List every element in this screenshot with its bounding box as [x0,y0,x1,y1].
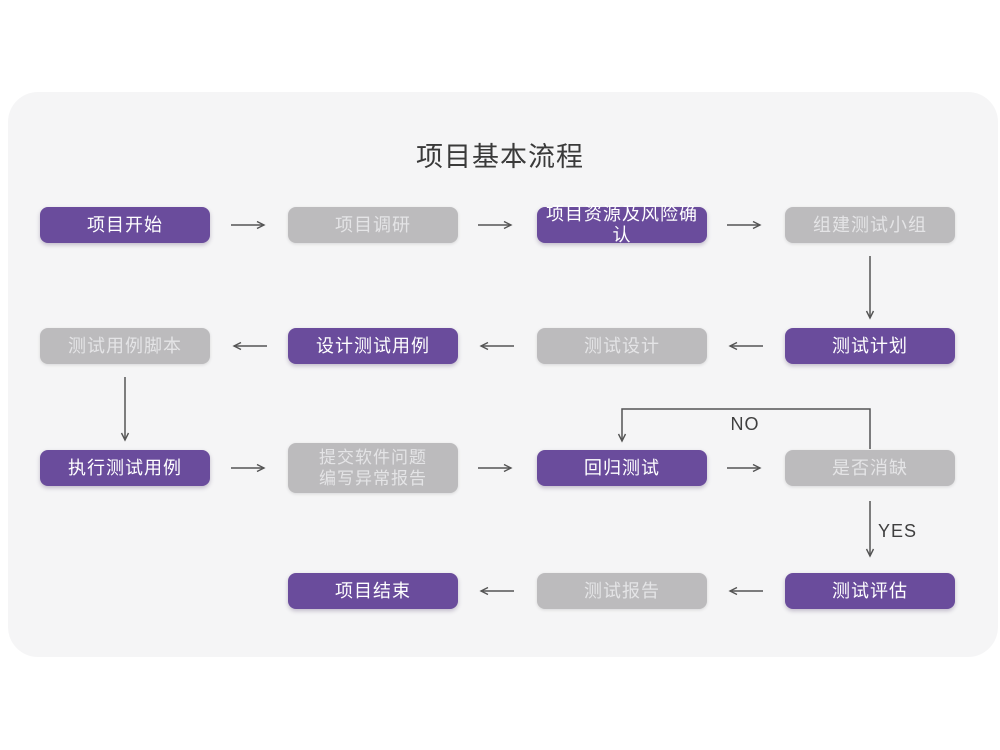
flow-node-resource-risk-confirm: 项目资源及风险确认 [537,204,707,245]
yes-branch-label: YES [878,521,918,541]
flow-node-test-evaluation: 测试评估 [785,573,955,609]
flow-node-design-test-case: 设计测试用例 [288,328,458,364]
flow-node-project-start: 项目开始 [40,207,210,243]
flow-node-test-report: 测试报告 [537,573,707,609]
flow-node-defect-cleared: 是否消缺 [785,450,955,486]
flow-node-test-design: 测试设计 [537,328,707,364]
flow-node-submit-issue-report: 提交软件问题 编写异常报告 [288,443,458,493]
flow-node-execute-test-case: 执行测试用例 [40,450,210,486]
flow-node-regression-test: 回归测试 [537,450,707,486]
flow-node-project-research: 项目调研 [288,207,458,243]
page-title: 项目基本流程 [416,142,584,172]
flow-node-test-case-script: 测试用例脚本 [40,328,210,364]
no-branch-label: NO [730,414,760,434]
flow-node-build-test-team: 组建测试小组 [785,207,955,243]
flow-node-project-end: 项目结束 [288,573,458,609]
flowchart-card-background [8,92,998,657]
flow-node-test-plan: 测试计划 [785,328,955,364]
